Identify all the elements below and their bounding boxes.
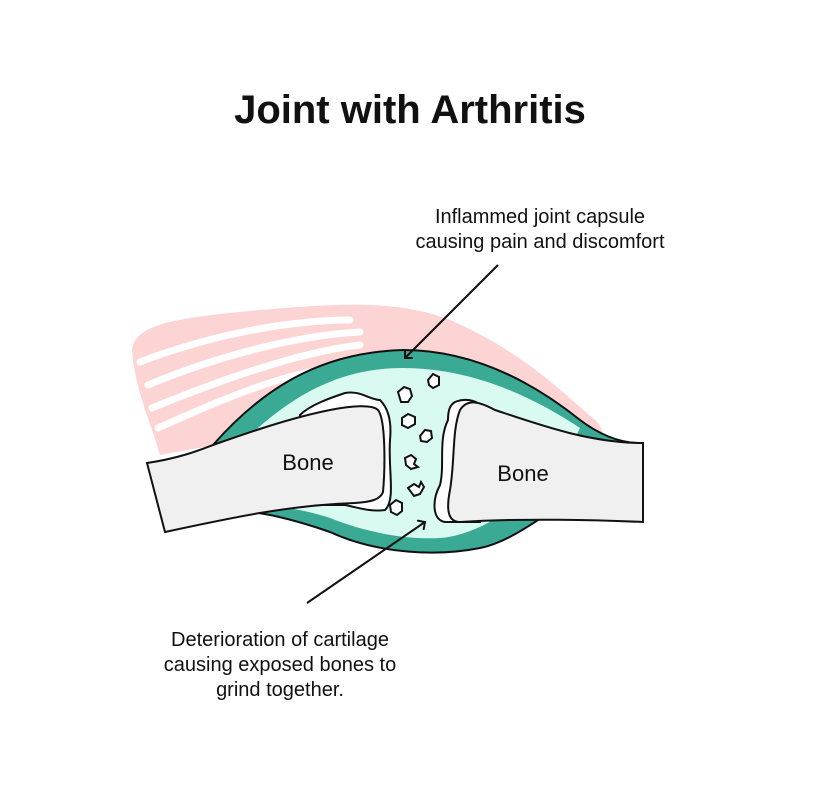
cartilage-label: Deterioration of cartilage causing expos…	[100, 628, 460, 703]
bone-label-right: Bone	[497, 461, 548, 486]
cartilage-label-line: Deterioration of cartilage	[171, 629, 389, 651]
cartilage-label-line: causing exposed bones to	[163, 654, 397, 676]
capsule-arrow	[405, 264, 499, 358]
capsule-label-line: causing pain and discomfort	[415, 231, 665, 253]
bone-right	[447, 401, 644, 524]
capsule-label: Inflammed joint capsule causing pain and…	[360, 205, 720, 255]
cartilage-label-line: grind together.	[216, 679, 344, 701]
bone-left	[145, 405, 386, 534]
diagram-title: Joint with Arthritis	[234, 88, 586, 132]
bone-fragments	[388, 372, 440, 517]
muscle-fibers	[136, 316, 364, 432]
bone-label-left: Bone	[282, 450, 333, 475]
capsule-label-line: Inflammed joint capsule	[434, 206, 646, 228]
cartilage-arrow	[306, 522, 425, 604]
